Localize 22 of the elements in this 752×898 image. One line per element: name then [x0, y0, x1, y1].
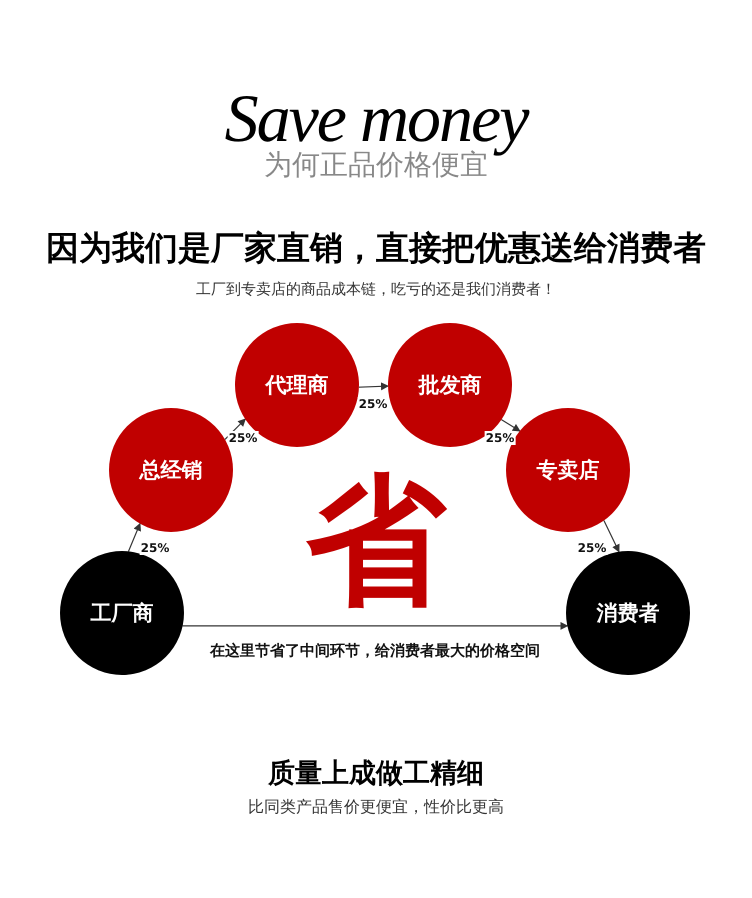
edge-label: 25%: [358, 397, 388, 411]
stage-label: 工厂商: [90, 600, 154, 627]
edge-label: 25%: [140, 541, 170, 555]
subheading: 工厂到专卖店的商品成本链，吃亏的还是我们消费者！: [196, 280, 556, 298]
edge-label: 25%: [228, 431, 258, 445]
stage-label: 专卖店: [536, 457, 600, 484]
arrow: [358, 382, 389, 390]
stage-label: 消费者: [596, 600, 660, 627]
big-character: 省: [306, 459, 446, 625]
arrow: [501, 419, 521, 432]
section-heading: 质量上成做工精细: [268, 758, 484, 790]
stage-label: 总经销: [140, 457, 202, 484]
stage-label: 代理商: [266, 372, 328, 399]
headline: 因为我们是厂家直销，直接把优惠送给消费者: [46, 228, 706, 268]
arrow: [182, 622, 568, 630]
edge-label: 25%: [576, 541, 608, 555]
arrow: [128, 522, 141, 552]
arrow: [603, 520, 620, 553]
edge-label: 25%: [484, 431, 516, 445]
edge-label: 在这里节省了中间环节，给消费者最大的价格空间: [209, 642, 541, 660]
section-subheading: 比同类产品售价更便宜，性价比更高: [248, 797, 504, 816]
stage-label: 批发商: [418, 372, 482, 399]
